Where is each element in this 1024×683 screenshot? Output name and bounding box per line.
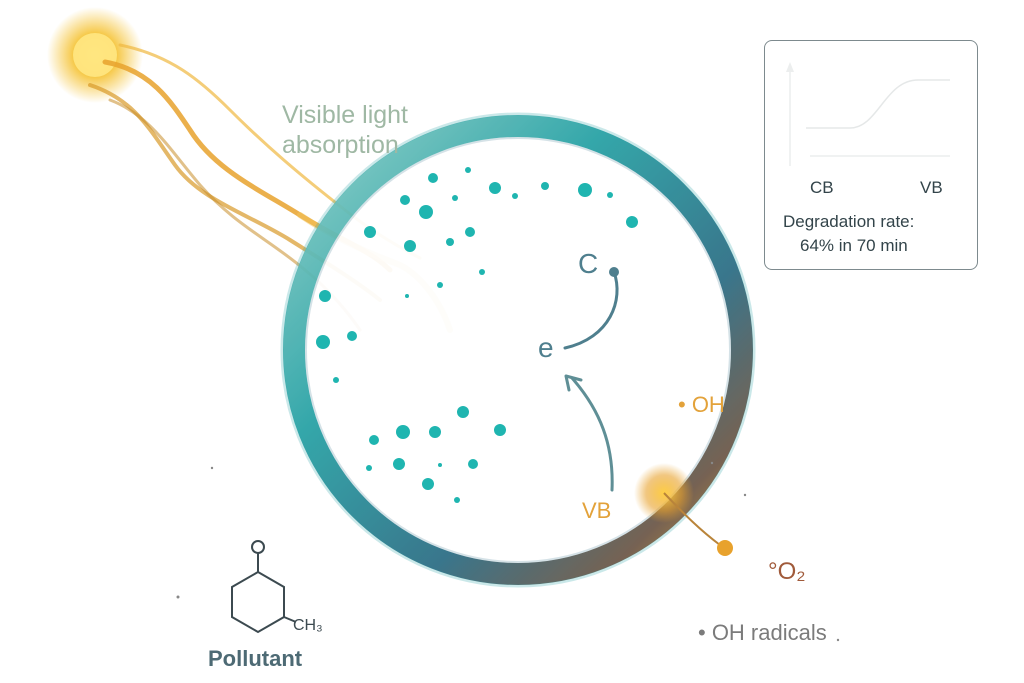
oxygen-radical-icon: °O₂ <box>768 558 806 585</box>
photocatalyst-ring-icon <box>280 112 756 588</box>
oh-label: • OH <box>678 392 725 417</box>
degradation-rate-title: Degradation rate: <box>783 212 915 231</box>
benzene-ring-icon <box>231 540 297 634</box>
methyl-label: CH₃ <box>293 617 323 634</box>
cb-label: C <box>578 248 599 279</box>
hole-glow <box>634 463 733 556</box>
vb-label: VB <box>582 498 612 523</box>
sun-icon <box>47 7 143 103</box>
electron-label: e <box>538 332 554 363</box>
degradation-inset-panel <box>764 40 978 270</box>
pollutant-label: Pollutant <box>208 646 303 671</box>
oh-radicals-label: • OH radicals <box>698 620 827 645</box>
inset-cb-label: CB <box>810 178 834 197</box>
degradation-rate-value: 64% in 70 min <box>800 236 908 255</box>
vb-to-e-arrow <box>564 374 614 492</box>
electron-transfer-arrow <box>563 267 619 350</box>
particle-cluster <box>316 167 638 503</box>
visible-light-label: Visible light absorption <box>282 101 409 159</box>
inset-vb-label: VB <box>920 178 943 197</box>
speckles <box>176 461 840 642</box>
